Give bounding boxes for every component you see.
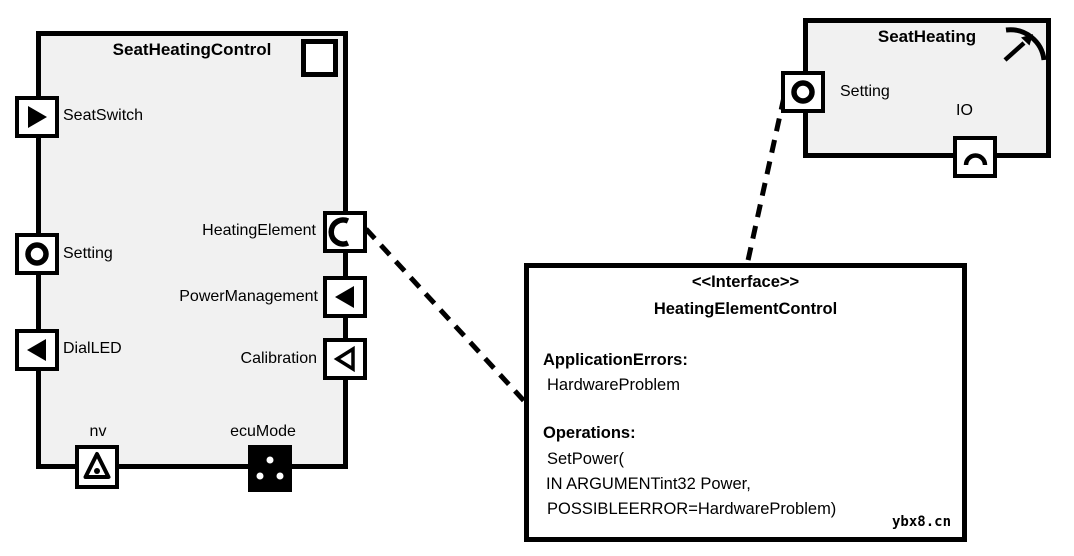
interface-operation-line-3: POSSIBLEERROR=HardwareProblem) — [547, 500, 837, 518]
component-title-seat-heating: SeatHeating — [877, 27, 977, 46]
triangle-right-filled-icon — [28, 106, 47, 128]
interface-operation-line-2: IN ARGUMENTint32 Power, — [546, 475, 751, 493]
port-ecu-mode[interactable] — [248, 445, 292, 492]
ring-icon — [791, 80, 815, 104]
interface-application-errors-value: HardwareProblem — [547, 376, 680, 394]
triangle-left-outline-icon — [333, 345, 355, 373]
port-dial-led[interactable] — [15, 329, 59, 371]
arch-icon — [963, 153, 988, 166]
interface-application-errors-label: ApplicationErrors: — [543, 351, 688, 369]
connector-heatingelement-to-interface[interactable] — [364, 227, 528, 405]
port-heating-element[interactable] — [323, 211, 367, 253]
interface-box[interactable] — [524, 263, 967, 542]
triangle-left-filled-icon — [335, 286, 354, 308]
interface-operation-line-1: SetPower( — [547, 450, 625, 468]
three-dots-icon — [256, 456, 284, 480]
port-label-nv: nv — [89, 423, 107, 440]
triangle-dot-icon — [83, 452, 111, 479]
port-label-seatheating-setting: Setting — [840, 83, 890, 100]
port-seatheating-setting[interactable] — [781, 71, 825, 113]
interface-stereotype: <<Interface>> — [691, 273, 800, 291]
port-power-management[interactable] — [323, 276, 367, 318]
connector-seatheating-setting-to-interface[interactable] — [744, 96, 787, 266]
crescent-icon — [328, 217, 350, 247]
port-label-power-management: PowerManagement — [179, 288, 318, 305]
interface-operations-label: Operations: — [543, 424, 636, 442]
port-label-seat-switch: SeatSwitch — [63, 107, 144, 124]
interface-name: HeatingElementControl — [653, 300, 838, 318]
port-label-dial-led: DialLED — [63, 340, 122, 357]
component-title-seat-heating-control: SeatHeatingControl — [112, 40, 272, 59]
gauge-arrow-icon — [1003, 27, 1047, 62]
port-nv[interactable] — [75, 445, 119, 489]
port-seat-switch[interactable] — [15, 96, 59, 138]
port-io[interactable] — [953, 136, 997, 178]
square-icon — [301, 39, 338, 77]
port-label-io: IO — [956, 102, 973, 119]
ring-icon — [25, 242, 49, 266]
port-label-setting: Setting — [63, 245, 113, 262]
port-label-calibration: Calibration — [240, 350, 317, 367]
port-calibration[interactable] — [323, 338, 367, 380]
watermark: ybx8.cn — [892, 514, 952, 530]
port-label-heating-element: HeatingElement — [202, 222, 316, 239]
triangle-left-filled-icon — [27, 339, 46, 361]
port-label-ecu-mode: ecuMode — [230, 423, 296, 440]
port-setting[interactable] — [15, 233, 59, 275]
